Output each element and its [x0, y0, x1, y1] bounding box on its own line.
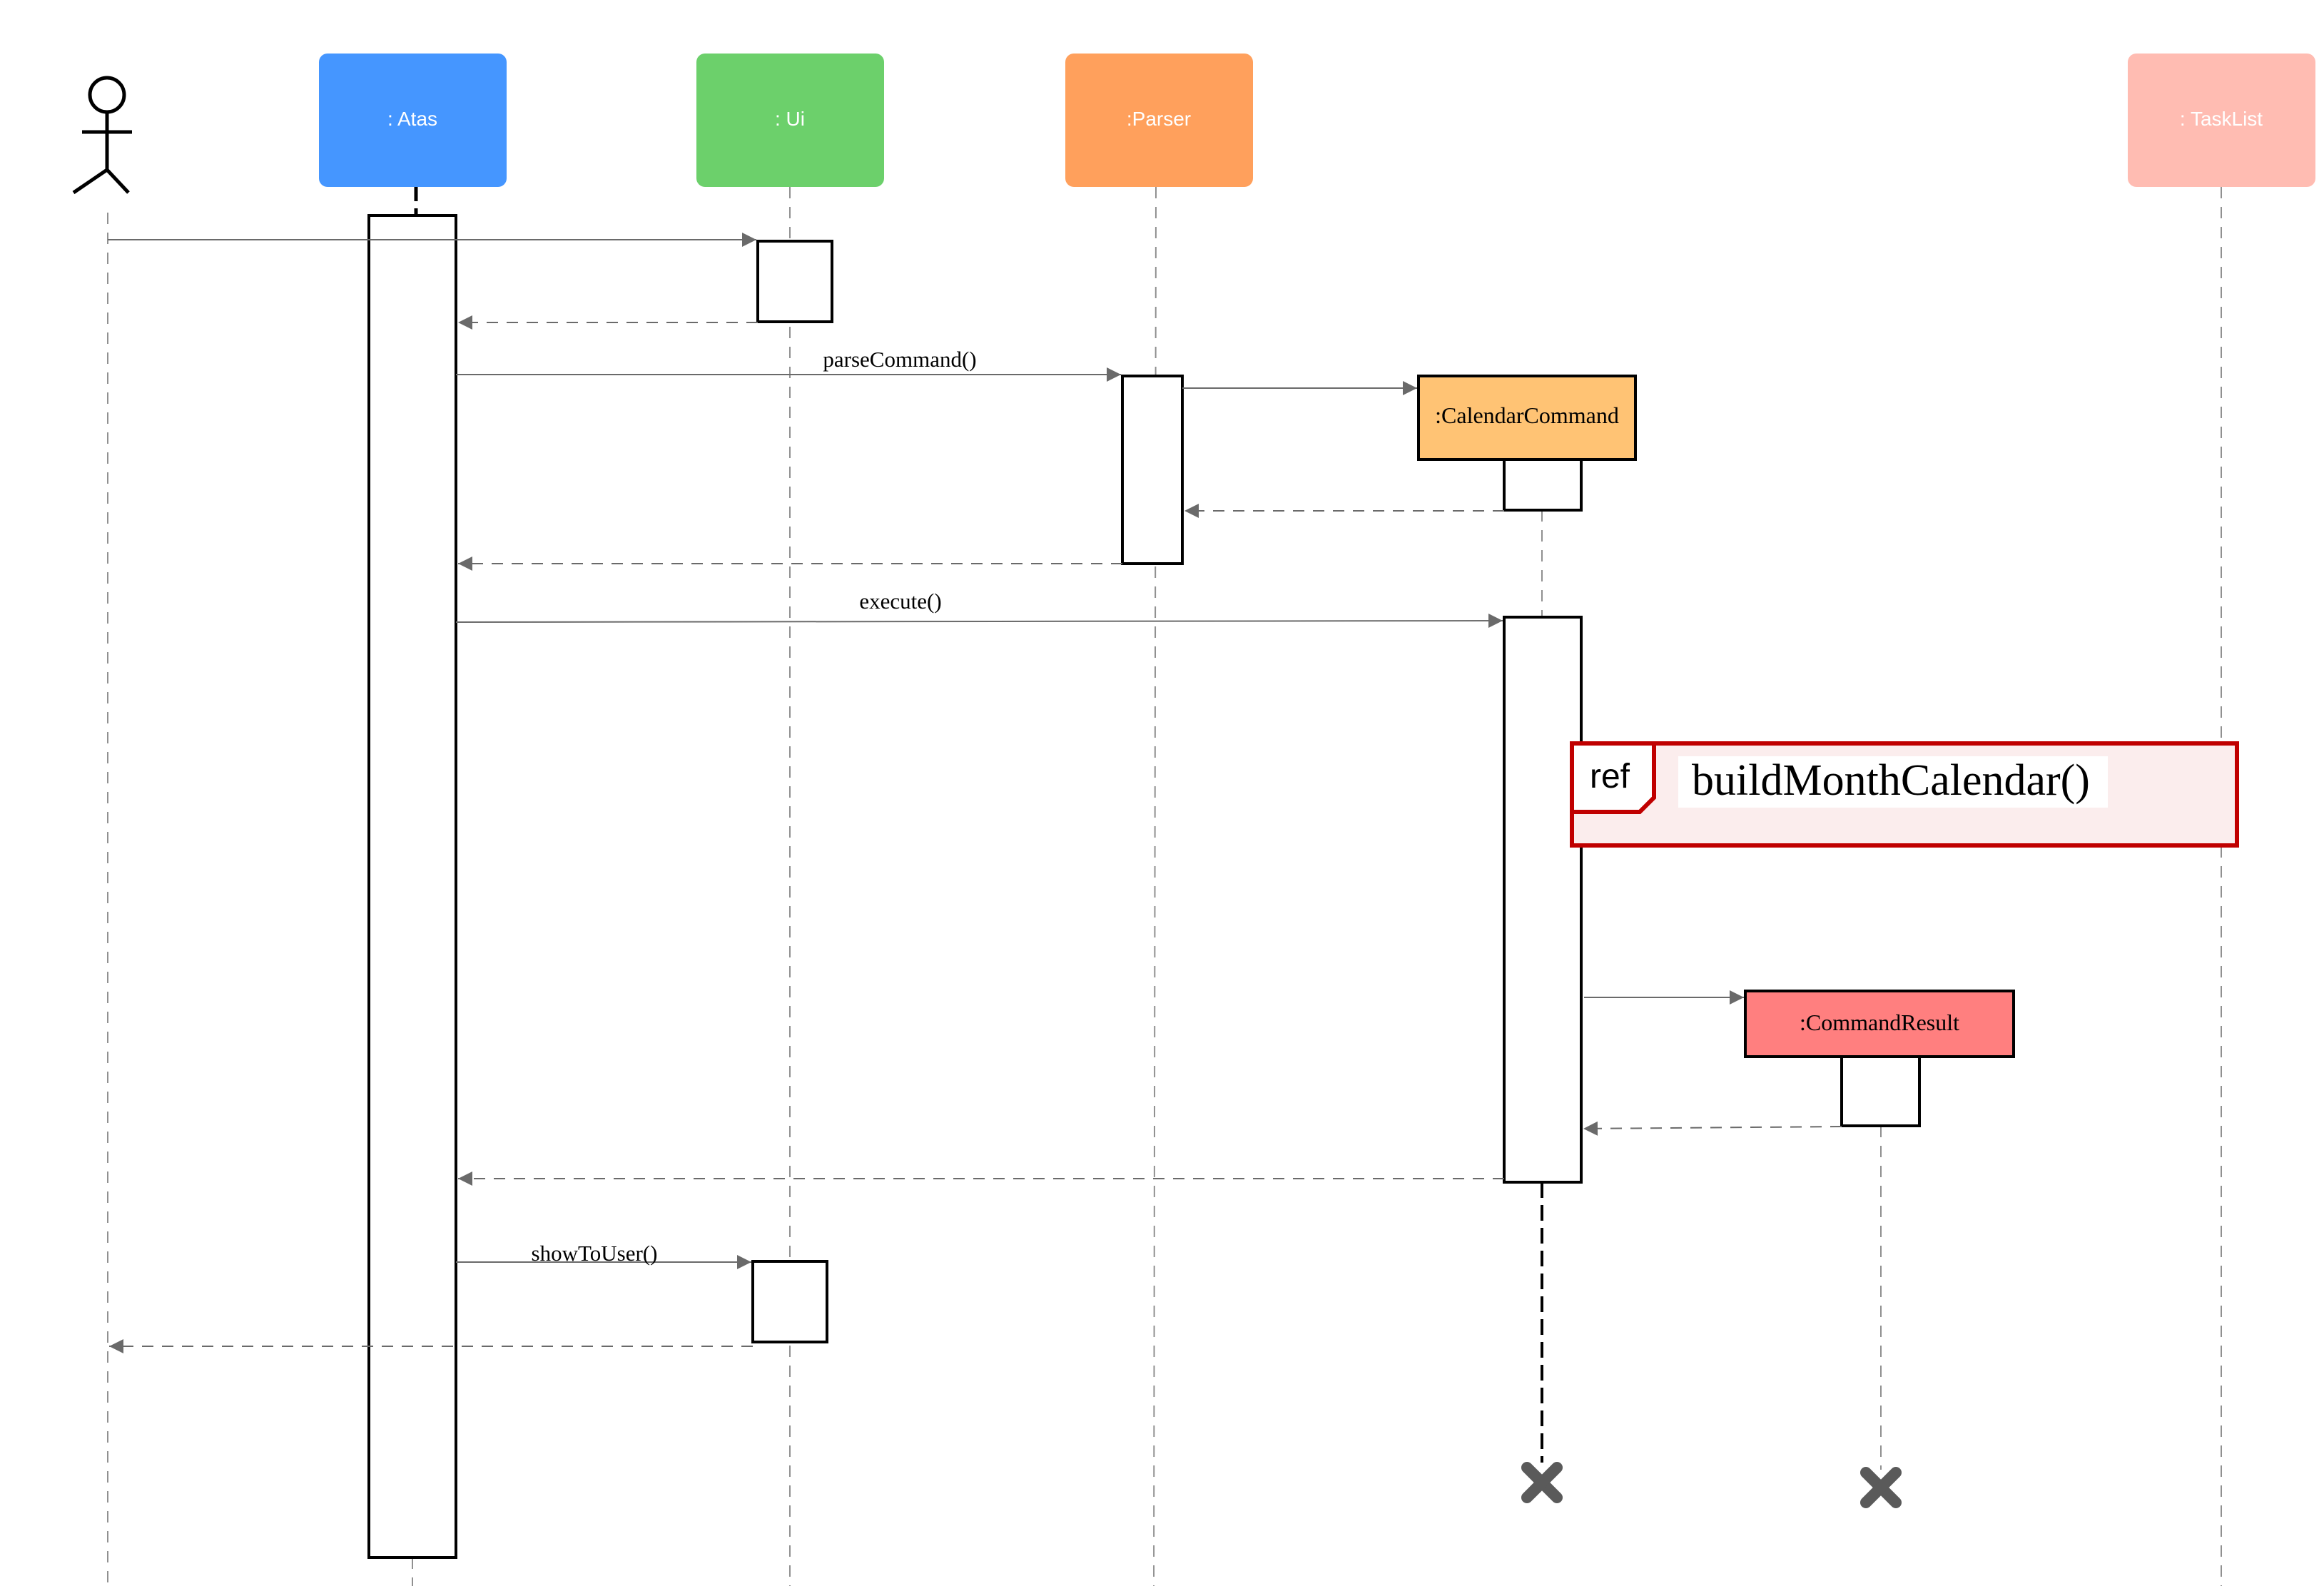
message-m7	[455, 614, 1503, 629]
calendar-command-activation-1	[1503, 458, 1583, 512]
object-command-result: :CommandResult	[1744, 990, 2015, 1058]
calendar-command-destroy-icon	[1521, 1462, 1563, 1503]
object-calendar-command: :CalendarCommand	[1417, 375, 1637, 461]
atas-activation	[367, 214, 457, 1559]
ref-frame-label: buildMonthCalendar()	[1692, 756, 2090, 805]
parser-lifeline	[1153, 186, 1157, 1586]
command-result-destroy-icon	[1860, 1467, 1902, 1508]
message-m3-label: parseCommand()	[823, 347, 976, 372]
command-result-activation	[1840, 1055, 1921, 1127]
parser-activation	[1121, 375, 1184, 565]
calendar-command-activation-2	[1503, 616, 1583, 1184]
participant-atas-label: : Atas	[387, 108, 437, 130]
actor-stick-figure-icon	[72, 76, 132, 195]
calendar-command-label: :CalendarCommand	[1435, 402, 1619, 428]
ref-frame-tag: ref	[1590, 758, 1630, 795]
message-m11-label: showToUser()	[532, 1241, 658, 1266]
participant-tasklist-label: : TaskList	[2180, 108, 2263, 130]
participant-ui-label: : Ui	[775, 108, 805, 130]
participant-tasklist: : TaskList	[2128, 54, 2315, 187]
participant-ui: : Ui	[696, 54, 884, 187]
participant-parser-label: :Parser	[1127, 108, 1191, 130]
command-result-label: :CommandResult	[1800, 1010, 1959, 1035]
ui-activation-1	[756, 240, 833, 323]
message-m9-return	[1583, 1121, 1842, 1136]
participant-parser: :Parser	[1065, 54, 1253, 187]
message-m7-label: execute()	[859, 589, 941, 614]
ref-frame: ref buildMonthCalendar()	[1570, 741, 2239, 848]
participant-atas: : Atas	[319, 54, 507, 187]
ui-activation-2	[751, 1260, 828, 1343]
